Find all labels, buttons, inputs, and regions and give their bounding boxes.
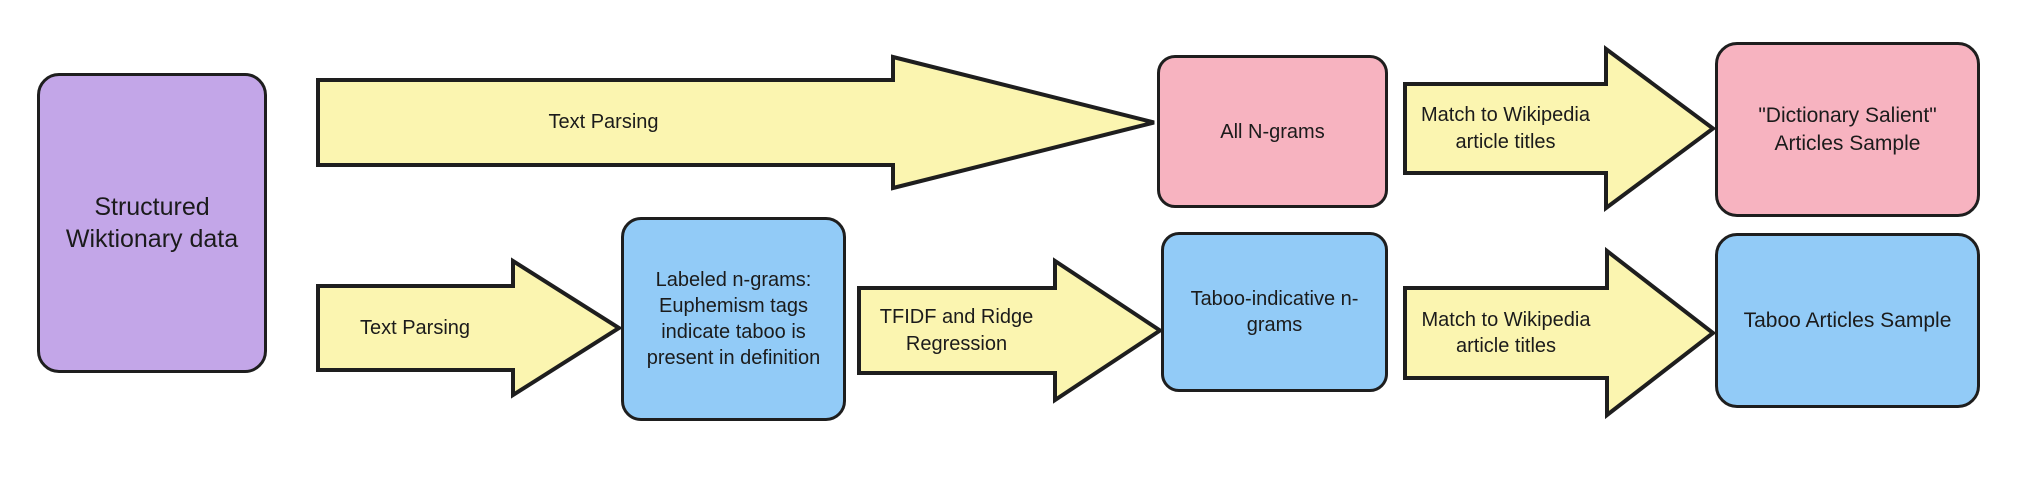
node-label: Structured Wiktionary data <box>65 192 239 254</box>
arrow-text-parsing-bottom[interactable]: Text Parsing <box>316 257 623 399</box>
node-taboo-articles-sample[interactable]: Taboo Articles Sample <box>1715 233 1980 408</box>
arrow-shape-icon <box>1403 246 1717 420</box>
arrow-tfidf-and-ridge-regression[interactable]: TFIDF and Ridge Regression <box>857 257 1164 404</box>
node-taboo-indicative-n-grams[interactable]: Taboo-indicative n- grams <box>1161 232 1388 392</box>
arrow-shape-icon <box>316 257 623 399</box>
arrow-shape-icon <box>316 54 1155 191</box>
node-label: "Dictionary Salient" Articles Sample <box>1758 104 1937 155</box>
arrow-shape-icon <box>1403 45 1717 212</box>
node-label: Labeled n-grams: Euphemism tags indicate… <box>646 269 821 369</box>
arrow-match-to-wikipedia-bottom[interactable]: Match to Wikipedia article titles <box>1403 246 1717 420</box>
node-label: Taboo Articles Sample <box>1743 308 1952 332</box>
node-all-n-grams[interactable]: All N-grams <box>1157 55 1388 208</box>
arrow-match-to-wikipedia-top[interactable]: Match to Wikipedia article titles <box>1403 45 1717 212</box>
node-structured-wiktionary-data[interactable]: Structured Wiktionary data <box>37 73 267 373</box>
node-labeled-n-grams[interactable]: Labeled n-grams: Euphemism tags indicate… <box>621 217 846 421</box>
node-label: Taboo-indicative n- grams <box>1190 288 1359 336</box>
node-dictionary-salient-articles-sample[interactable]: "Dictionary Salient" Articles Sample <box>1715 42 1980 217</box>
node-label: All N-grams <box>1220 120 1325 143</box>
arrow-text-parsing-top[interactable]: Text Parsing <box>316 54 1156 191</box>
arrow-shape-icon <box>857 257 1164 404</box>
